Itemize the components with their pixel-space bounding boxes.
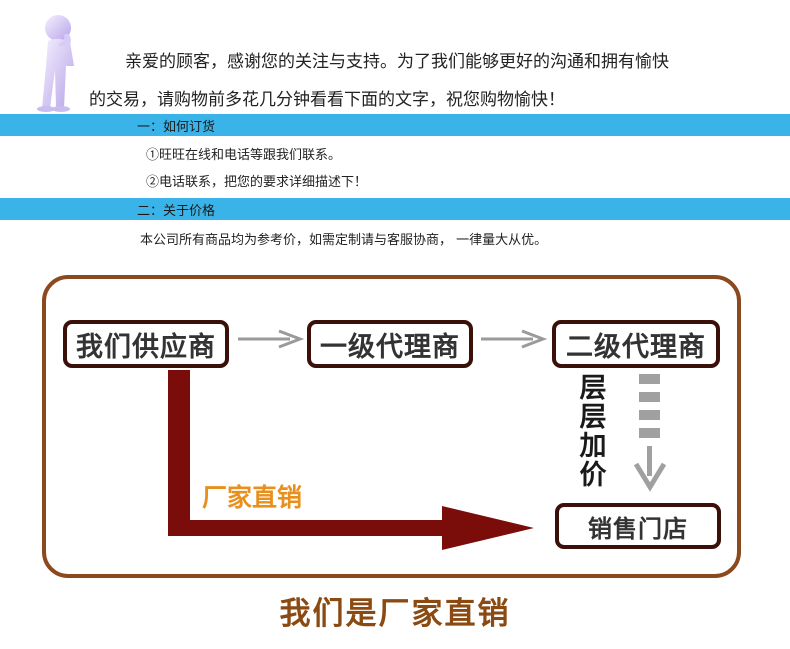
- direct-sale-label: 厂家直销: [202, 483, 303, 512]
- intro-line-1: 亲爱的顾客，感谢您的关注与支持。为了我们能够更好的沟通和拥有愉快: [125, 52, 669, 72]
- pricing-text: 本公司所有商品均为参考价，如需定制请与客服协商， 一律量大从优。: [140, 233, 548, 248]
- level2-agent-box: 二级代理商: [552, 320, 720, 368]
- section-title-ordering: 一：如何订货: [137, 120, 216, 135]
- retail-store-box: 销售门店: [555, 503, 721, 549]
- section-band-pricing: 二：关于价格: [0, 198, 790, 220]
- thinking-person-figure: [37, 15, 74, 112]
- headline: 我们是厂家直销: [279, 596, 511, 632]
- arrow-supplier-to-level1: [238, 329, 305, 349]
- level1-agent-box: 一级代理商: [307, 320, 473, 368]
- arrow-level1-to-level2: [481, 329, 548, 349]
- direct-sale-arrow: [168, 370, 534, 550]
- intro-line-2: 的交易，请购物前多花几分钟看看下面的文字，祝您购物愉快！: [89, 90, 565, 110]
- supplier-box: 我们供应商: [63, 320, 229, 368]
- ordering-item-1: ①旺旺在线和电话等跟我们联系。: [146, 148, 342, 163]
- ordering-item-2: ②电话联系，把您的要求详细描述下！: [146, 175, 368, 190]
- markup-label: 层 层 加 价: [579, 373, 607, 491]
- section-band-ordering: 一：如何订货: [0, 114, 790, 136]
- markup-dashed-arrow: [633, 374, 667, 492]
- section-title-pricing: 二：关于价格: [137, 204, 216, 219]
